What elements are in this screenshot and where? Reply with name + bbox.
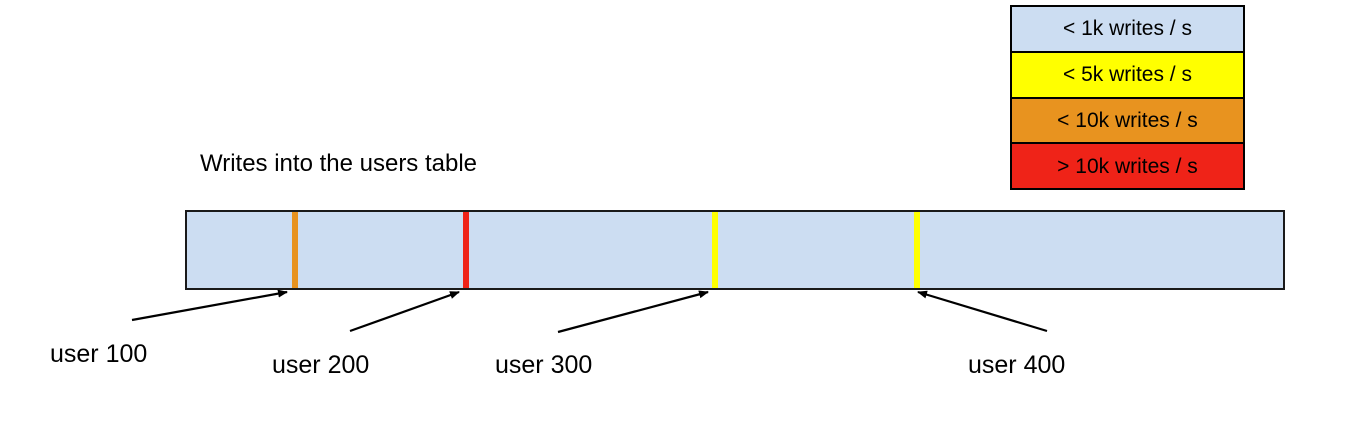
boundary-stripe-user-200: [463, 212, 469, 288]
legend-row-over-10k: > 10k writes / s: [1012, 144, 1243, 188]
boundary-stripe-user-100: [292, 212, 298, 288]
legend-row-under-10k: < 10k writes / s: [1012, 98, 1243, 145]
users-table-keyrange-bar: [185, 210, 1285, 290]
legend-row-under-5k: < 5k writes / s: [1012, 52, 1243, 99]
chart-title: Writes into the users table: [200, 150, 478, 177]
arrow-to-user-400: [917, 290, 1048, 333]
label-user-400: user 400: [968, 351, 1066, 379]
boundary-stripe-user-400: [914, 212, 920, 288]
arrow-to-user-300: [557, 290, 709, 334]
label-user-300: user 300: [495, 351, 593, 379]
legend-label: < 1k writes / s: [1063, 17, 1192, 41]
arrow-to-user-100: [131, 289, 288, 322]
label-user-100: user 100: [50, 340, 148, 368]
label-user-200: user 200: [272, 351, 370, 379]
legend-label: < 10k writes / s: [1057, 108, 1198, 132]
write-rate-legend: < 1k writes / s < 5k writes / s < 10k wr…: [1010, 5, 1245, 190]
legend-row-under-1k: < 1k writes / s: [1012, 7, 1243, 53]
boundary-stripe-user-300: [712, 212, 718, 288]
legend-label: < 5k writes / s: [1063, 63, 1192, 87]
arrow-to-user-200: [349, 290, 460, 333]
legend-label: > 10k writes / s: [1057, 154, 1198, 178]
